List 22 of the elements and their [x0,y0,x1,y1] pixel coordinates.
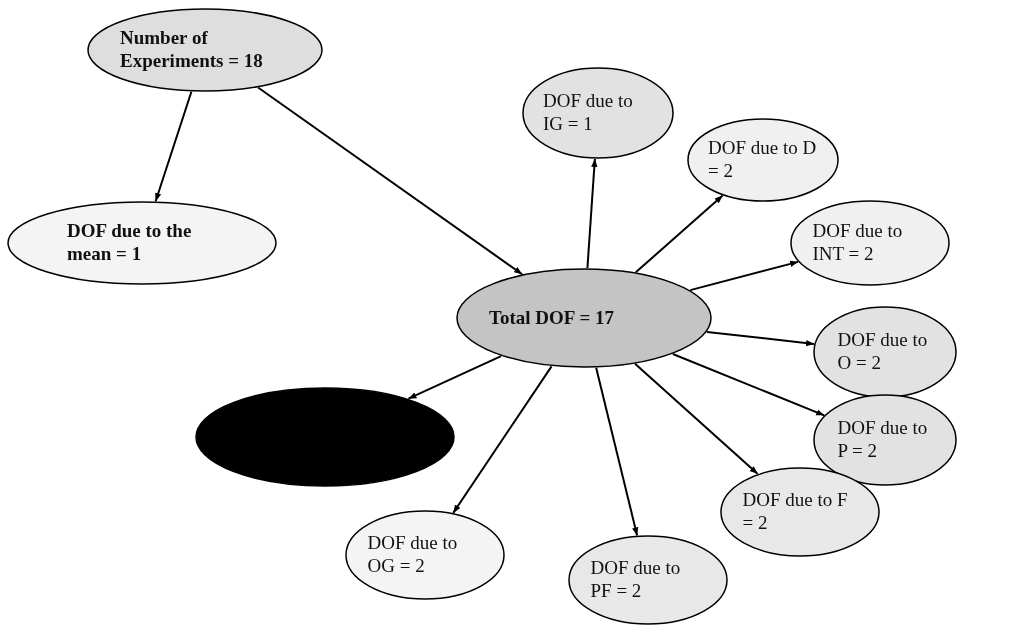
arrow [705,330,816,347]
node-label: DOF due to P = 2 [837,417,929,463]
arrow [689,260,800,292]
node-label: DOF due to D = 2 [708,137,818,183]
node-label: DOF due to INT = 2 [812,220,904,266]
arrow [634,194,724,274]
node-label: DOF due to F = 2 [742,489,849,535]
arrow [595,366,639,537]
arrow [407,355,503,400]
arrow [586,157,598,269]
node-label: DOF due to OG = 2 [367,532,459,578]
arrow [671,353,826,417]
arrow [257,86,524,276]
node-label: DOF due to PF = 2 [590,557,682,603]
node-label: DOF due to IG = 1 [543,90,634,136]
node-label: DOF due to O = 2 [837,329,929,375]
arrow [634,362,759,475]
arrow [154,90,193,203]
arrow [452,365,553,514]
node-label: Total DOF = 17 [489,306,615,330]
node-label: Number of Experiments = 18 [120,27,264,73]
node-label: DOF due to the mean = 1 [67,220,193,266]
